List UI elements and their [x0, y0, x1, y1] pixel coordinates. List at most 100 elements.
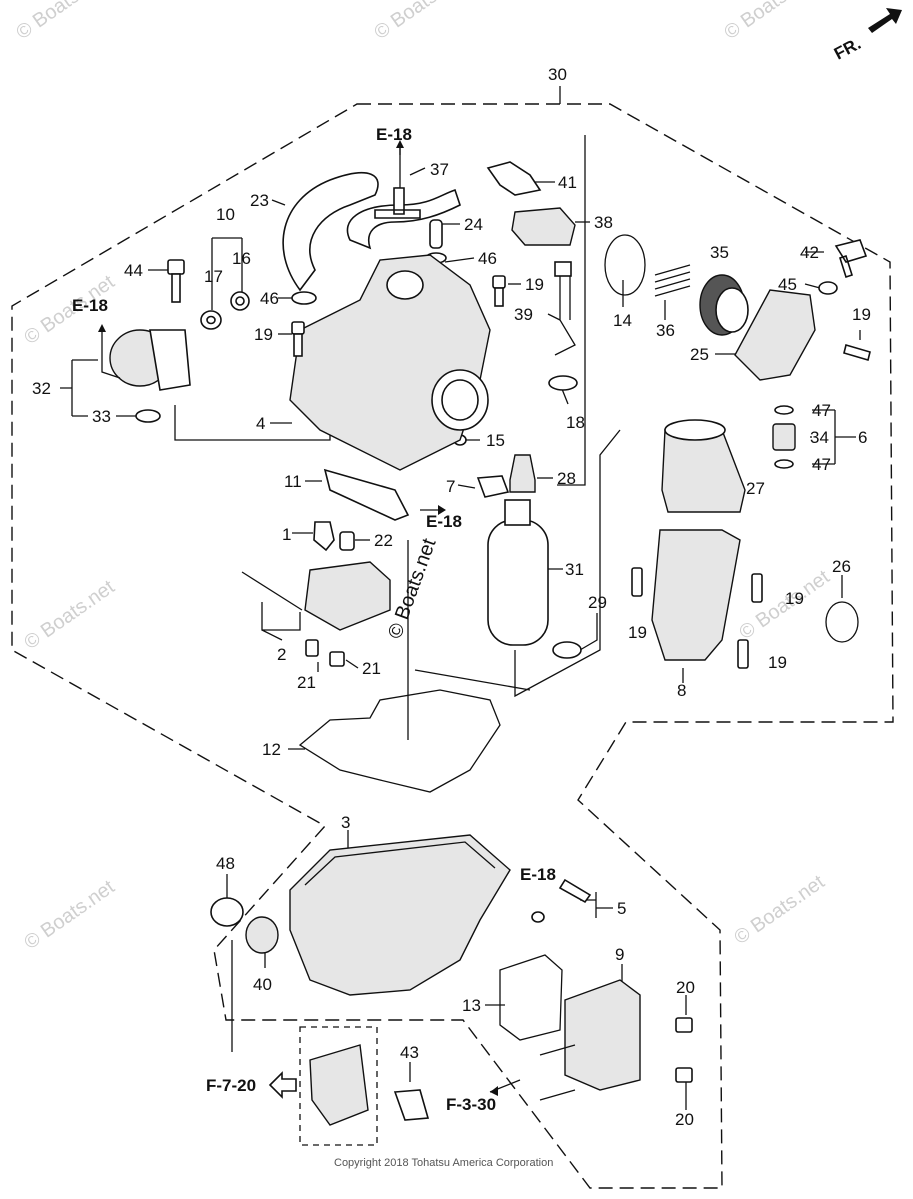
callout-19b: 19: [254, 325, 273, 344]
callout-26: 26: [832, 557, 851, 576]
callout-47: 47: [812, 401, 831, 420]
callout-48: 48: [216, 854, 235, 873]
callout-40: 40: [253, 975, 272, 994]
callout-10: 10: [216, 205, 235, 224]
bracket-dashed-box: [299, 1026, 378, 1146]
ref-e18-left: E-18: [72, 296, 108, 315]
vapor-separator-pan-3: [289, 834, 511, 996]
watermark: © Boats.net: [12, 0, 111, 44]
ref-e18-lower: E-18: [520, 865, 556, 884]
direction-label: FR.: [831, 34, 864, 64]
bolt-42: [834, 239, 868, 279]
callout-17: 17: [204, 267, 223, 286]
callout-9: 9: [615, 945, 624, 964]
callout-27: 27: [746, 479, 765, 498]
bolt-44-head: [167, 259, 185, 275]
module-2: [304, 561, 391, 631]
bracket-11: [323, 468, 410, 521]
watermark: © Boats.net: [20, 576, 119, 654]
callout-19c: 19: [852, 305, 871, 324]
callout-23: 23: [250, 191, 269, 210]
callout-4: 4: [256, 414, 265, 433]
callout-14: 14: [613, 311, 632, 330]
callout-18: 18: [566, 413, 585, 432]
callout-7: 7: [446, 477, 455, 496]
reference-labels: E-18 E-18 E-18 E-18 F-7-20 F-3-30: [72, 125, 556, 1114]
callout-3: 3: [341, 813, 350, 832]
callout-2: 2: [277, 645, 286, 664]
filter-cover-25: [734, 289, 816, 381]
callout-19d: 19: [785, 589, 804, 608]
front-direction-indicator: FR.: [831, 8, 902, 64]
callout-36: 36: [656, 321, 675, 340]
copyright-text: Copyright 2018 Tohatsu America Corporati…: [334, 1157, 553, 1169]
ref-e18-top: E-18: [376, 125, 412, 144]
housing-8: [651, 529, 741, 661]
canister-27: [661, 429, 746, 513]
callout-45: 45: [778, 275, 797, 294]
callout-46: 46: [478, 249, 497, 268]
bolt-44-shank: [171, 273, 181, 303]
callout-21: 21: [297, 673, 316, 692]
hose-23-shape: [282, 172, 379, 292]
callout-5: 5: [617, 899, 626, 918]
callout-19f: 19: [768, 653, 787, 672]
callout-21b: 21: [362, 659, 381, 678]
ref-f-3-30: F-3-30: [446, 1095, 496, 1114]
fuel-pump-31: [487, 519, 549, 646]
callout-30: 30: [548, 65, 567, 84]
watermark: © Boats.net: [730, 871, 829, 949]
callout-33: 33: [92, 407, 111, 426]
front-arrow-icon: [868, 8, 902, 33]
hose-24-shape: [346, 188, 461, 250]
watermark: © Boats.net: [370, 0, 469, 44]
ref-f-7-20: F-7-20: [206, 1076, 256, 1095]
callout-37: 37: [430, 160, 449, 179]
callout-38: 38: [594, 213, 613, 232]
callout-29: 29: [588, 593, 607, 612]
watermark: © Boats.net: [20, 876, 119, 954]
hose-24-end: [429, 219, 443, 249]
callout-1: 1: [282, 525, 291, 544]
callout-15: 15: [486, 431, 505, 450]
bracket-f720: [309, 1044, 369, 1126]
callout-35: 35: [710, 243, 729, 262]
callout-44: 44: [124, 261, 143, 280]
arrow-f720-icon: [268, 1071, 297, 1099]
callout-19: 19: [525, 275, 544, 294]
watermark: © Boats.net: [720, 0, 819, 44]
callout-11: 11: [284, 472, 302, 491]
tee-fitting-37: [374, 187, 421, 219]
callout-12: 12: [262, 740, 281, 759]
callout-47b: 47: [812, 455, 831, 474]
callout-22: 22: [374, 531, 393, 550]
callout-6: 6: [858, 428, 867, 447]
callout-16: 16: [232, 249, 251, 268]
callout-20b: 20: [675, 1110, 694, 1129]
callout-46b: 46: [260, 289, 279, 308]
callout-34: 34: [810, 428, 829, 447]
ref-e18-middle: E-18: [426, 512, 462, 531]
callout-42: 42: [800, 243, 819, 262]
parts-drawings: [98, 140, 871, 1126]
callout-32: 32: [32, 379, 51, 398]
clip-41: [486, 161, 542, 196]
regulator-32-neck: [149, 329, 191, 391]
callout-39: 39: [514, 305, 533, 324]
center-watermark: © Boats.net: [384, 535, 441, 641]
callout-20: 20: [676, 978, 695, 997]
cover-9: [564, 979, 641, 1091]
callout-43: 43: [400, 1043, 419, 1062]
callout-41: 41: [558, 173, 577, 192]
callout-24: 24: [464, 215, 483, 234]
assembly-outline: [11, 103, 894, 1189]
callout-28: 28: [557, 469, 576, 488]
connector-38: [511, 207, 576, 246]
callout-31: 31: [565, 560, 584, 579]
callout-19e: 19: [628, 623, 647, 642]
callout-25: 25: [690, 345, 709, 364]
callout-13: 13: [462, 996, 481, 1015]
part-callouts: 30 37 41 38 23 24 10 17 16 44 46 46 19 1…: [32, 65, 871, 1129]
callout-8: 8: [677, 681, 686, 700]
